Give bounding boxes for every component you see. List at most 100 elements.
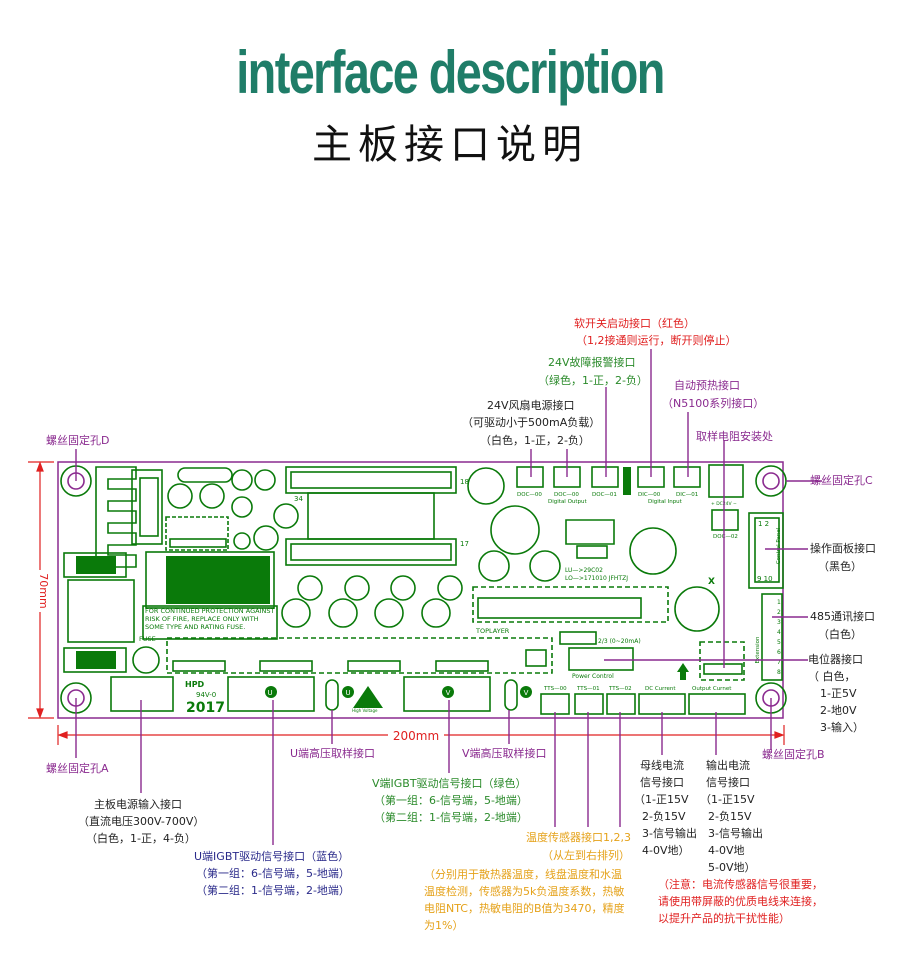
svg-text:5: 5	[777, 639, 781, 646]
doc-01-label: DOC—01	[592, 492, 617, 498]
current-note-3: 以提升产品的抗干扰性能）	[658, 912, 790, 925]
bus-current-pin-4: 4-0V地）	[642, 844, 690, 857]
output-current-label: Output Curnet	[692, 686, 732, 692]
bus-current-title: 母线电流	[640, 759, 684, 772]
temp-sensor-desc: （从左到右排列）	[542, 849, 630, 862]
bus-current-pin-3: 3-信号输出	[642, 827, 697, 840]
hole-c-label: 螺丝固定孔C	[810, 474, 873, 487]
fan-power-title: 24V风扇电源接口	[487, 399, 575, 412]
width-dimension-label: 200mm	[393, 729, 439, 743]
u-igbt-desc-2: （第二组：1-信号端，2-地端）	[196, 884, 350, 897]
bus-current-pin-1: （1-正15V	[634, 793, 689, 806]
fault-alarm-desc: （绿色，1-正，2-负）	[538, 374, 648, 387]
temp-sensor-note-2: 温度检测，传感器为5k负温度系数，热敏	[424, 885, 625, 898]
v-hv-sample-label: V端高压取样接口	[462, 747, 547, 760]
high-voltage-icon	[353, 686, 383, 708]
v-igbt-title: V端IGBT驱动信号接口（绿色）	[372, 777, 527, 790]
doc-02-label: DOC—02	[713, 534, 738, 540]
high-voltage-label: High Voltage	[352, 708, 378, 713]
soft-start-desc: （1,2接通则运行，断开则停止）	[576, 334, 737, 347]
fuse-label: FUSE	[139, 635, 156, 643]
fault-alarm-title: 24V故障报警接口	[548, 356, 636, 369]
fan-power-desc-1: （可驱动小于500mA负载）	[462, 416, 601, 429]
svg-text:8: 8	[777, 669, 781, 676]
dic-01-label: DIC—01	[676, 492, 698, 498]
dic-00-label: DIC—00	[638, 492, 661, 498]
temp-sensor-title: 温度传感器接口1,2,3	[526, 831, 631, 844]
extension-pin-numbers: 1 2 3 4 5 6 7 8	[777, 599, 781, 676]
mount-hole-c	[755, 465, 787, 497]
output-current-pin-4: 4-0V地	[708, 844, 745, 857]
fuse-warning-2: RISK OF FIRE, REPLACE ONLY WITH	[145, 615, 259, 623]
potentiometer-desc-3: 2-地0V	[820, 704, 857, 717]
u-igbt-desc-1: （第一组：6-信号端，5-地端）	[196, 867, 350, 880]
main-power-desc-1: （直流电压300V-700V）	[78, 815, 205, 828]
u-hv-sample-label: U端高压取样接口	[290, 747, 376, 760]
potentiometer-desc-2: 1-正5V	[820, 687, 857, 700]
ma-range-label: 2/3 (0~20mA)	[598, 638, 641, 645]
bus-current-title-2: 信号接口	[640, 776, 684, 789]
dc-current-label: DC Current	[645, 686, 676, 692]
board-outline	[57, 461, 784, 719]
pin-18-label: 18	[460, 478, 469, 486]
pin-17-label: 17	[460, 540, 469, 548]
svg-text:3: 3	[777, 619, 781, 626]
rs485-title: 485通讯接口	[810, 610, 875, 623]
heatsink	[95, 466, 137, 568]
main-power-title: 主板电源输入接口	[94, 798, 182, 811]
bus-current-pin-2: 2-负15V	[642, 810, 686, 823]
temp-sensor-note-3: 电阻NTC，热敏电阻的B值为3470，精度	[424, 902, 625, 915]
output-current-pin-2: 2-负15V	[708, 810, 752, 823]
output-current-pin-5: 5-0V地）	[708, 861, 756, 874]
main-power-desc-2: （白色，1-正，4-负）	[86, 832, 196, 845]
svg-text:2: 2	[777, 609, 781, 616]
current-note-2: 请使用带屏蔽的优质电线来连接，	[658, 895, 823, 908]
arrow-up-icon	[677, 663, 689, 680]
digital-output-label: Digital Output	[548, 499, 588, 505]
pin-34-label: 34	[294, 495, 303, 503]
year-label: 2017	[186, 700, 225, 716]
hole-a-label: 螺丝固定孔A	[46, 762, 109, 775]
tts-00-label: TTS—00	[543, 686, 567, 692]
v-igbt-desc-2: （第二组：1-信号端，2-地端）	[374, 811, 528, 824]
svg-text:1: 1	[777, 599, 781, 606]
lo-code: LO—>171010 JFHTZJ	[565, 575, 628, 582]
title-english: interface description	[236, 39, 665, 106]
doc-00a-label: DOC—00	[517, 492, 542, 498]
svg-text:4: 4	[777, 629, 781, 636]
temp-sensor-note-4: 为1%）	[424, 919, 464, 932]
rs485-desc: （白色）	[818, 628, 862, 641]
auto-preheat-title: 自动预热接口	[674, 379, 740, 392]
temp-sensor-note-1: （分别用于散热器温度，线盘温度和水温	[424, 868, 622, 881]
leader-lines	[75, 349, 822, 845]
lu-code: LU—>29C02	[565, 567, 603, 574]
title-chinese: 主板接口说明	[312, 122, 588, 168]
output-current-title-2: 信号接口	[706, 776, 750, 789]
fan-power-desc-2: （白色，1-正，2-负）	[480, 434, 590, 447]
extension-label: Extension	[755, 636, 761, 664]
main-capacitor	[166, 556, 270, 604]
potentiometer-desc-4: 3-输入）	[820, 721, 864, 734]
auto-preheat-desc: （N5100系列接口）	[662, 397, 765, 410]
control-panel-pins-top: 1 2	[758, 520, 769, 528]
control-panel-desc: （黑色）	[818, 560, 862, 573]
tts-02-label: TTS—02	[608, 686, 632, 692]
hole-b-label: 螺丝固定孔B	[762, 748, 825, 761]
x-mark: X	[708, 577, 715, 587]
svg-text:6: 6	[777, 649, 781, 656]
current-note-1: （注意：电流传感器信号很重要，	[658, 878, 823, 891]
v-mark-2: V	[524, 689, 529, 697]
potentiometer-desc-1: （ 白色，	[808, 670, 856, 683]
svg-text:7: 7	[777, 659, 781, 666]
control-panel-title: 操作面板接口	[810, 542, 876, 555]
doc-00b-label: DOC—00	[554, 492, 579, 498]
v-mark-1: V	[446, 689, 451, 697]
hole-d-label: 螺丝固定孔D	[46, 434, 110, 447]
toplayer-label: TOPLAYER	[475, 627, 510, 635]
rating-label: 94V-0	[196, 691, 216, 699]
digital-input-label: Digital Input	[648, 499, 683, 505]
fuse-warning-3: SOME TYPE AND RATING FUSE.	[145, 623, 245, 631]
u-mark-1: U	[267, 689, 272, 697]
potentiometer-title: 电位器接口	[808, 653, 863, 666]
